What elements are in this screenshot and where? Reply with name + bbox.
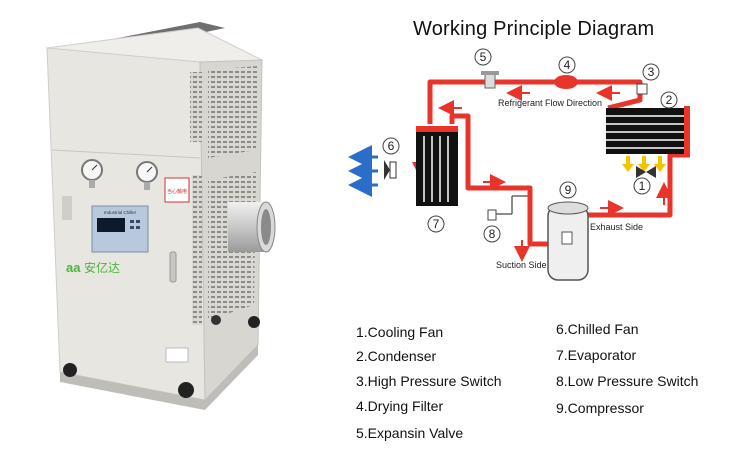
legend-item-5: 5.Expansin Valve [356, 425, 464, 441]
svg-text:9: 9 [565, 183, 572, 197]
legend-item-4: 4.Drying Filter [356, 398, 444, 414]
pressure-gauge-right [136, 161, 158, 190]
compressor-icon [547, 201, 589, 281]
svg-text:8: 8 [489, 227, 496, 241]
drying-filter-icon [554, 75, 578, 89]
svg-text:5: 5 [480, 50, 487, 64]
condenser-icon [606, 106, 690, 156]
expansion-valve-icon [481, 71, 499, 89]
brand-name: 安亿达 [84, 260, 120, 275]
legend-item-6: 6.Chilled Fan [556, 321, 639, 337]
cooling-fan-icon [636, 166, 656, 178]
component-number-labels: 1 2 3 4 5 6 7 8 9 [382, 48, 678, 243]
svg-text:1: 1 [639, 179, 646, 193]
working-principle-diagram: 1 2 3 4 5 6 7 8 9 Refrigerant Flow Direc… [348, 48, 690, 281]
high-pressure-switch-icon [636, 83, 648, 95]
exhaust-side-label: Exhaust Side [590, 222, 643, 232]
door-handle [169, 251, 177, 283]
legend-item-8: 8.Low Pressure Switch [556, 373, 699, 389]
svg-text:2: 2 [666, 93, 673, 107]
legend-item-7: 7.Evaporator [556, 347, 637, 363]
control-panel-label: Industrial Chiller [104, 210, 137, 215]
front-vent-lower [192, 175, 202, 325]
number-circle-8: 8 [483, 225, 501, 243]
refrigerant-flow-label: Refrigerant Flow Direction [498, 98, 602, 108]
svg-text:7: 7 [433, 217, 440, 231]
number-circle-4: 4 [558, 56, 576, 74]
evaporator-icon [416, 126, 458, 206]
cooling-airflow-arrows [622, 156, 666, 172]
svg-text:6: 6 [388, 139, 395, 153]
chilled-fan-icon [384, 160, 397, 180]
legend-item-3: 3.High Pressure Switch [356, 373, 502, 389]
number-circle-1: 1 [633, 177, 651, 195]
front-vent-upper [190, 72, 202, 142]
svg-text:3: 3 [648, 65, 655, 79]
number-circle-5: 5 [474, 48, 492, 66]
suction-side-label: Suction Side [496, 260, 547, 270]
chilled-airflow-arrows [348, 145, 378, 197]
diagram-title: Working Principle Diagram [413, 18, 655, 40]
number-circle-9: 9 [559, 181, 577, 199]
side-vent-upper [208, 66, 258, 158]
legend-item-9: 9.Compressor [556, 400, 644, 416]
brand-logo: aa [66, 260, 81, 275]
number-circle-2: 2 [660, 91, 678, 109]
base [60, 345, 258, 410]
number-circle-7: 7 [427, 215, 445, 233]
chiller-unit-illustration: 当心触电 Industrial Chiller aa 安亿达 [45, 22, 276, 410]
warning-label-text: 当心触电 [167, 188, 187, 195]
air-duct [228, 201, 276, 253]
control-panel-display [97, 218, 125, 232]
caster-wheels [63, 315, 260, 398]
warning-label [164, 177, 190, 203]
number-circle-6: 6 [382, 137, 400, 155]
svg-text:4: 4 [564, 58, 571, 72]
number-circle-3: 3 [642, 63, 660, 81]
legend-item-1: 1.Cooling Fan [356, 324, 444, 340]
low-pressure-switch-icon [487, 195, 528, 221]
legend-item-2: 2.Condenser [356, 348, 437, 364]
pressure-gauge-left [81, 159, 103, 188]
